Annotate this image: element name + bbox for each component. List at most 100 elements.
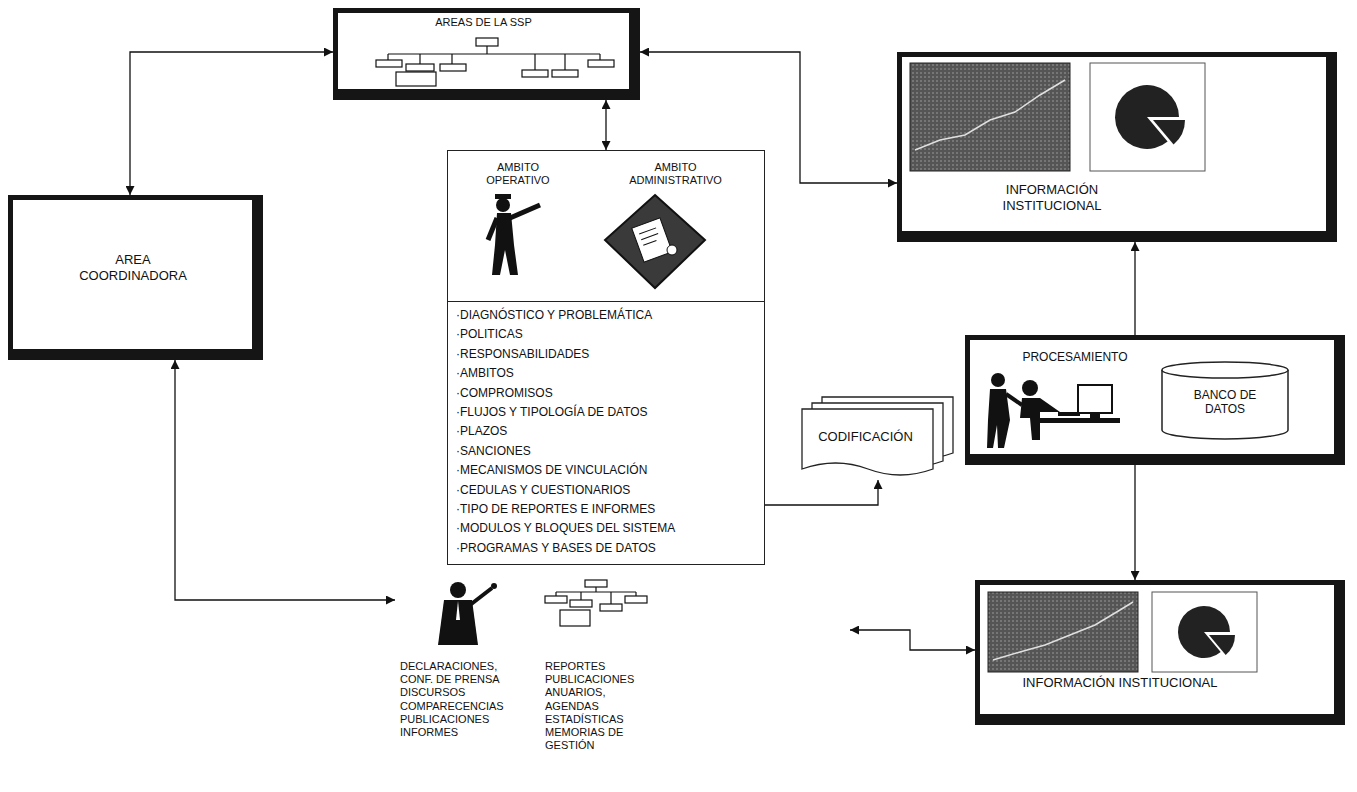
illustration-part [600, 604, 622, 611]
list-item: ·DIAGNÓSTICO Y PROBLEMÁTICA [456, 308, 756, 322]
list-item: ·POLITICAS [456, 327, 756, 341]
info-box: INFORMACIÓN INSTITUCIONAL [897, 52, 1337, 242]
illustration-part [456, 601, 460, 620]
chart-illustration [910, 63, 1205, 171]
list-item: ·PROGRAMAS Y BASES DE DATOS [456, 541, 756, 555]
illustration-part [491, 583, 497, 589]
box-title: CODIFICACIÓN [808, 429, 923, 445]
list-item: ·CEDULAS Y CUESTIONARIOS [456, 483, 756, 497]
box-title: PROCESAMIENTO [1010, 350, 1140, 364]
box-title: AREAS DE LA SSP [338, 16, 629, 29]
illustration-part [496, 198, 510, 212]
output-list: DECLARACIONES, CONF. DE PRENSA DISCURSOS… [400, 660, 525, 739]
illustration-part [993, 602, 1133, 660]
illustration-part [1152, 592, 1257, 672]
illustration-part [450, 582, 466, 598]
illustration-part [560, 610, 590, 626]
connector-arrow [1134, 242, 1135, 335]
cylinder-body [1162, 370, 1288, 439]
illustration-part [1090, 63, 1205, 171]
box-title: INFORMACIÓN INSTITUCIONAL [962, 182, 1142, 213]
illustration-part [406, 64, 434, 71]
illustration-part [987, 389, 1010, 448]
coding-document-stack: CODIFICACIÓN [800, 395, 955, 480]
illustration-part [440, 64, 466, 71]
area-box: AREAS DE LA SSP [333, 8, 640, 100]
illustration-part [991, 373, 1005, 387]
list-item: ·PLAZOS [456, 424, 756, 438]
box-title: AREA COORDINADORA [73, 252, 193, 283]
illustration-part [522, 70, 548, 77]
topic-list-box: ·DIAGNÓSTICO Y PROBLEMÁTICA ·POLITICAS ·RE… [447, 301, 765, 565]
list-item: ·SANCIONES [456, 444, 756, 458]
illustration-part [588, 60, 614, 67]
connector-arrow [850, 630, 975, 650]
illustration-part [1058, 412, 1080, 416]
illustration-part [639, 228, 660, 245]
admin-icon [605, 195, 705, 288]
list-item: ·FLUJOS Y TIPOLOGÍA DE DATOS [456, 405, 756, 419]
illustration-part [1090, 413, 1100, 418]
illustration-part [625, 596, 647, 603]
connector-arrow [130, 52, 333, 195]
illustration-part [1040, 418, 1120, 423]
illustration-part [667, 245, 677, 255]
box-title: INFORMACIÓN INSTITUCIONAL [1020, 675, 1220, 691]
illustration-part [585, 580, 607, 587]
illustration-part [476, 38, 498, 46]
list-item: ·AMBITOS [456, 366, 756, 380]
info-box: INFORMACIÓN INSTITUCIONAL [975, 580, 1345, 725]
connector-arrow [1134, 465, 1135, 580]
illustration-part [396, 72, 436, 86]
illustration-part [1209, 635, 1235, 655]
illustration-part [556, 587, 636, 604]
scope-title: AMBITO OPERATIVO [473, 161, 563, 187]
list-item: ·MECANISMOS DE VINCULACIÓN [456, 463, 756, 477]
illustration-part [570, 600, 592, 607]
illustration-part [1006, 394, 1022, 405]
illustration-part [510, 205, 540, 218]
illustration-part [1022, 380, 1038, 396]
illustration-part [1153, 120, 1185, 145]
cylinder-top [1162, 362, 1288, 378]
illustration-part [376, 60, 402, 67]
illustration-part [1078, 385, 1112, 413]
chart-illustration [988, 592, 1257, 672]
connector-arrow [765, 480, 878, 505]
speaker-figure [438, 582, 497, 645]
org-chart-icon [376, 38, 614, 86]
connector-arrow [605, 100, 606, 150]
illustration-part [605, 195, 705, 288]
illustration-part [470, 588, 492, 605]
list-item: ·MODULOS Y BLOQUES DEL SISTEMA [456, 521, 756, 535]
list-item: ·COMPROMISOS [456, 386, 756, 400]
illustration-part [388, 46, 600, 70]
scope-box: AMBITO OPERATIVO AMBITO ADMINISTRATIVO [447, 150, 765, 302]
connector-arrow [175, 360, 395, 600]
illustration-part [488, 218, 497, 240]
output-list: REPORTES PUBLICACIONES ANUARIOS, AGENDAS… [545, 660, 645, 752]
illustration-part [552, 70, 578, 77]
list-item: ·TIPO DE REPORTES E INFORMES [456, 502, 756, 516]
list-item: ·RESPONSABILIDADES [456, 347, 756, 361]
operator-at-computer [987, 373, 1120, 448]
police-figure [488, 194, 540, 275]
illustration-part [988, 592, 1138, 672]
illustration-part [910, 63, 1070, 171]
database-cylinder: BANCO DE DATOS [1160, 360, 1290, 442]
org-chart-icon [545, 580, 647, 626]
illustration-part [915, 80, 1065, 150]
scope-title: AMBITO ADMINISTRATIVO [618, 161, 733, 187]
illustration-part [438, 600, 478, 645]
illustration-part [632, 218, 673, 262]
illustration-part [1020, 398, 1060, 440]
processing-box: PROCESAMIENTO BANCO DE DATOS [965, 335, 1345, 465]
coordinator-box: AREA COORDINADORA [8, 195, 263, 360]
document-page [802, 409, 933, 475]
illustration-part [545, 596, 567, 603]
box-title: BANCO DE DATOS [1187, 388, 1263, 417]
